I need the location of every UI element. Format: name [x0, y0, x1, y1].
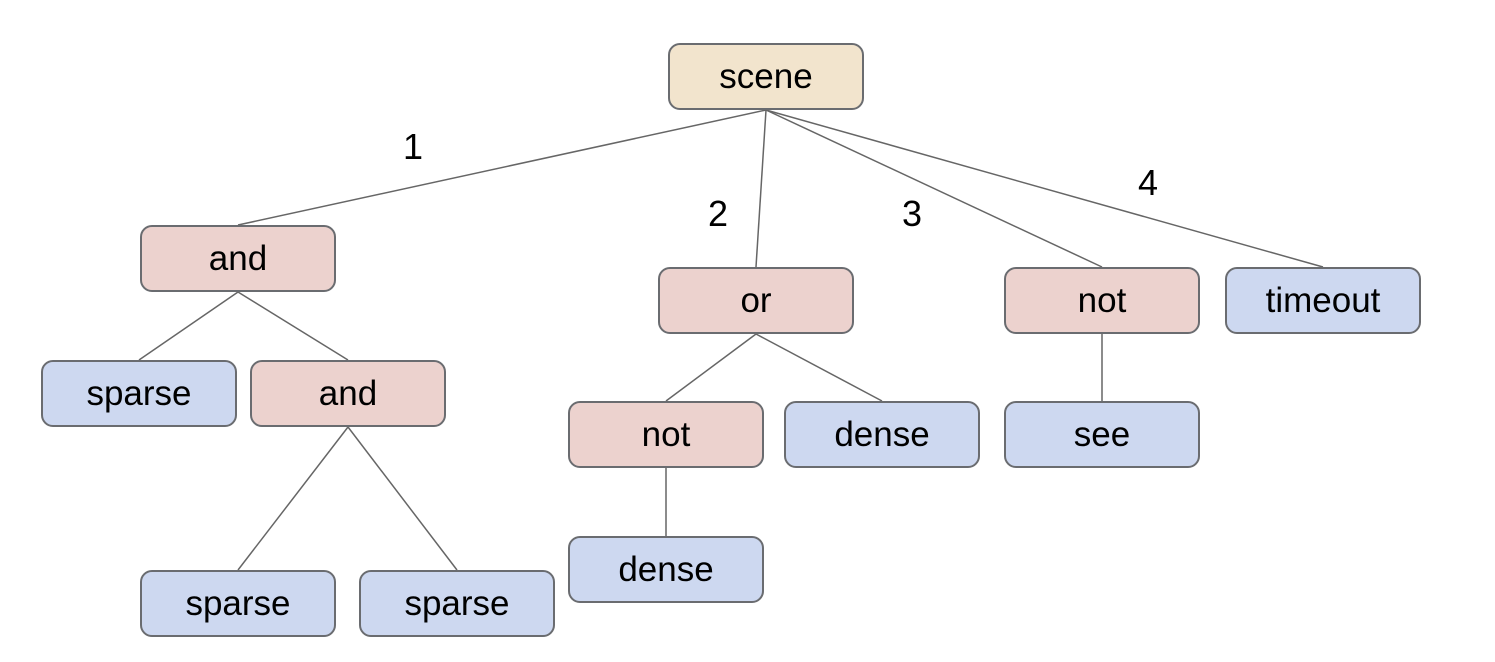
node-sparse3: sparse — [359, 570, 555, 637]
edge-scene-timeout1 — [765, 109, 1324, 268]
edge-and1-and2 — [237, 291, 349, 361]
edge-and1-sparse1 — [138, 291, 239, 361]
node-timeout1: timeout — [1225, 267, 1421, 334]
node-dense1: dense — [784, 401, 980, 468]
node-and1: and — [140, 225, 336, 292]
edge-and2-sparse3 — [347, 426, 458, 571]
node-scene: scene — [668, 43, 864, 110]
node-sparse2: sparse — [140, 570, 336, 637]
edge-label-1: 1 — [402, 126, 424, 167]
edge-scene-or1 — [755, 109, 767, 268]
edge-label-2: 2 — [707, 193, 729, 234]
edge-or1-not2 — [665, 333, 757, 402]
node-sparse1: sparse — [41, 360, 237, 427]
node-dense2: dense — [568, 536, 764, 603]
edge-scene-and1 — [237, 109, 767, 226]
edge-label-3: 3 — [901, 193, 923, 234]
edge-label-4: 4 — [1137, 162, 1159, 203]
edge-or1-dense1 — [755, 333, 883, 402]
node-not2: not — [568, 401, 764, 468]
node-see1: see — [1004, 401, 1200, 468]
node-or1: or — [658, 267, 854, 334]
edge-scene-not1 — [765, 109, 1103, 268]
node-and2: and — [250, 360, 446, 427]
node-not1: not — [1004, 267, 1200, 334]
edge-and2-sparse2 — [237, 426, 349, 571]
